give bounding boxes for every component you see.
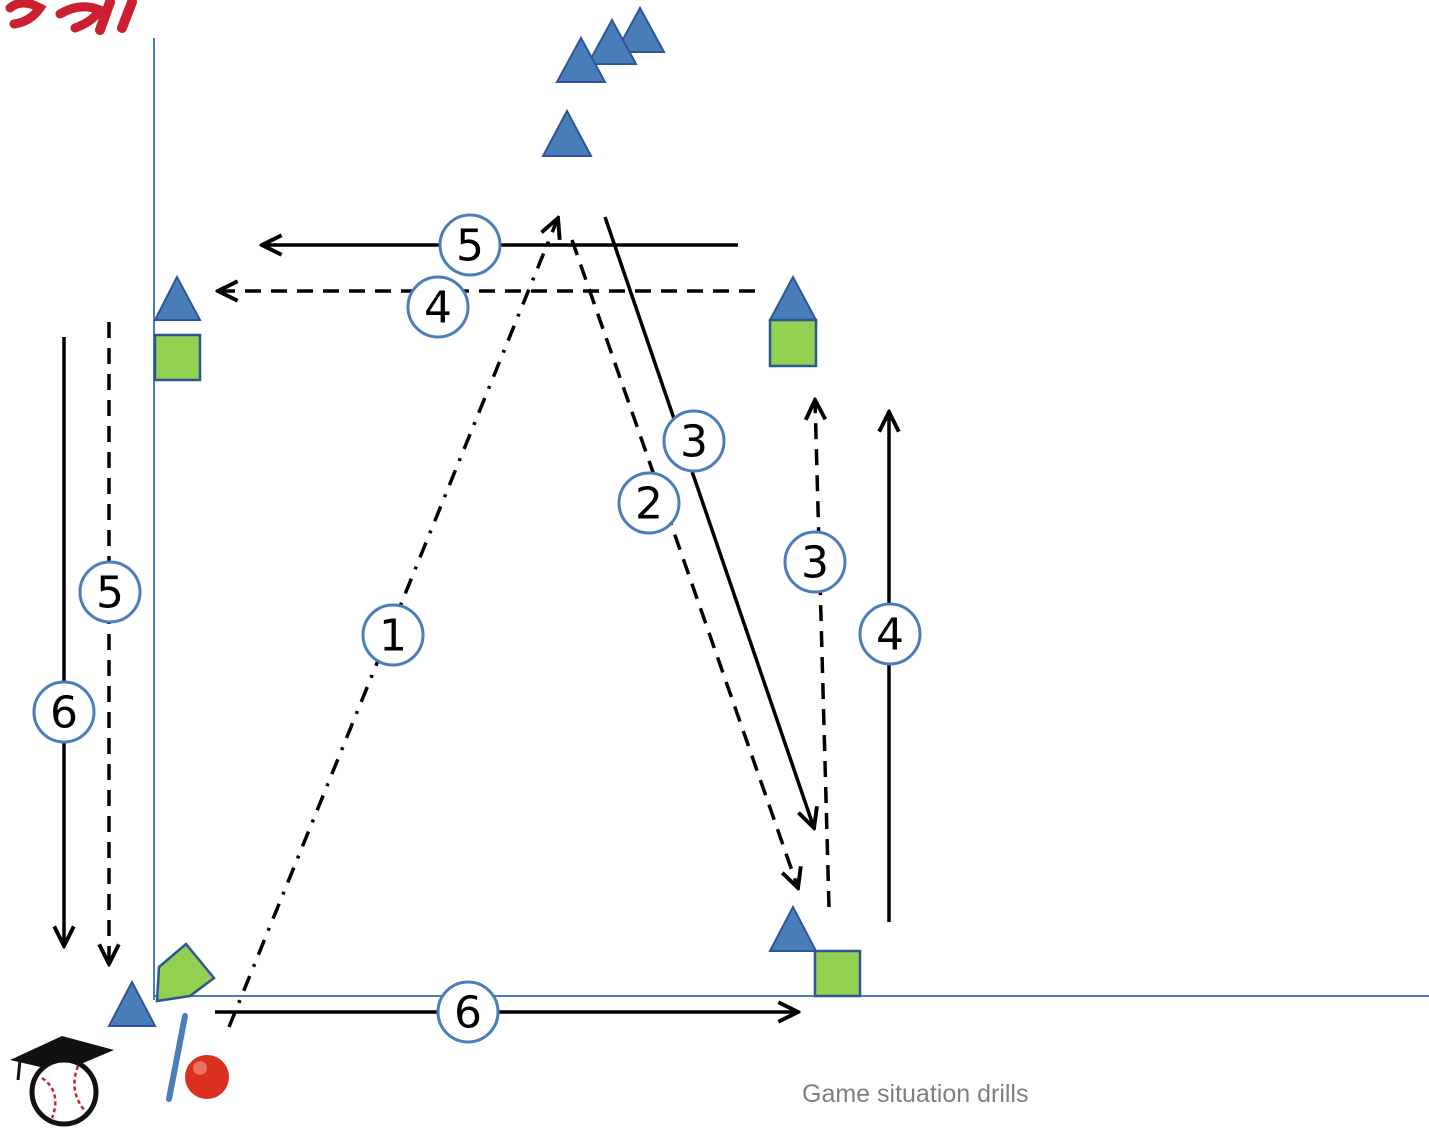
label-text: 3 [680,417,708,468]
player-marker [586,17,638,65]
ball-icon [185,1055,229,1099]
player-marker [107,979,157,1027]
arrow-throw-3 [603,216,814,828]
base-marker [768,318,818,368]
label-text: 5 [96,568,124,619]
label-text: 4 [876,610,904,661]
base-marker [813,949,862,998]
label-text: 6 [454,988,482,1039]
label-6-left: 6 [32,680,96,744]
label-text: 3 [801,538,829,589]
arrow-run-2 [570,239,798,888]
graduate-baseball-icon [10,1036,114,1127]
label-text: 1 [379,611,407,662]
label-4-vertical: 4 [858,602,922,666]
label-text: 6 [50,688,78,739]
label-5-top: 5 [438,213,502,277]
label-3-vertical: 3 [783,530,847,594]
label-3-slant: 3 [662,409,726,473]
label-4-top: 4 [406,275,470,339]
player-marker [614,5,666,53]
player-marker [555,35,607,83]
label-2: 2 [617,471,681,535]
player-marker [153,274,202,321]
player-marker [768,274,818,321]
club-logo [5,0,137,35]
label-6-bottom: 6 [436,980,500,1044]
label-1: 1 [361,603,425,667]
arrow-run-3 [815,400,831,908]
label-text: 2 [635,479,663,530]
footer-caption: Game situation drills [802,1080,1029,1108]
label-text: 5 [456,221,484,272]
label-5-left: 5 [78,560,142,624]
label-text: 4 [424,283,452,334]
player-marker [768,904,818,952]
base-marker [153,333,202,382]
player-marker [541,108,593,157]
home-plate [155,942,216,1003]
bat-icon [166,1013,188,1102]
